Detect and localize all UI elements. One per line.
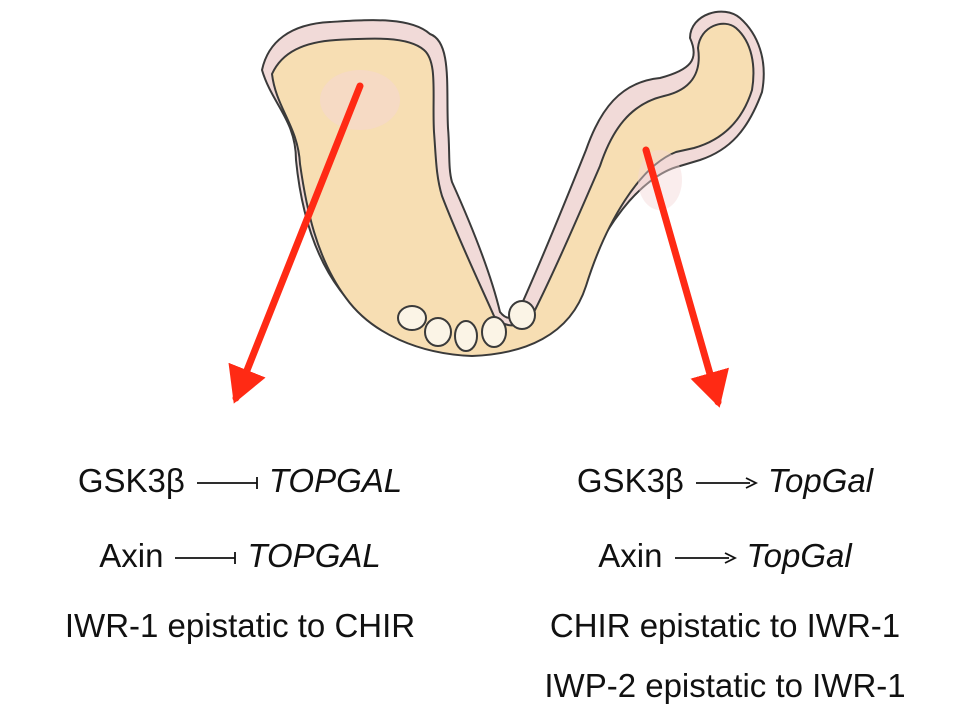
right-statement-2: IWP-2 epistatic to IWR-1 xyxy=(485,666,965,706)
rule-target: TopGal xyxy=(768,462,873,499)
right-rule-2: Axin TopGal xyxy=(485,536,965,578)
upper-glow xyxy=(320,70,400,130)
right-statement-1: CHIR epistatic to IWR-1 xyxy=(485,606,965,646)
statement-text: IWP-2 epistatic to IWR-1 xyxy=(544,667,905,704)
statement-text: IWR-1 epistatic to CHIR xyxy=(65,607,415,644)
right-red-arrow xyxy=(646,150,718,402)
tooth-bud xyxy=(482,317,506,347)
activation-arrow-icon xyxy=(694,461,758,501)
activation-arrow-icon xyxy=(673,536,737,576)
rule-subject: Axin xyxy=(99,537,163,574)
rule-target: TopGal xyxy=(747,537,852,574)
tooth-bud xyxy=(455,321,477,351)
inhibition-symbol xyxy=(173,536,237,576)
inhibition-symbol xyxy=(195,461,259,501)
rule-subject: Axin xyxy=(598,537,662,574)
rule-target: TOPGAL xyxy=(247,537,380,574)
tooth-bud xyxy=(509,301,535,329)
rule-target: TOPGAL xyxy=(269,462,402,499)
statement-text: CHIR epistatic to IWR-1 xyxy=(550,607,900,644)
tissue-diagram xyxy=(0,0,965,430)
tooth-bud xyxy=(398,306,426,330)
left-statement-1: IWR-1 epistatic to CHIR xyxy=(0,606,480,646)
rule-subject: GSK3β xyxy=(78,462,185,499)
tooth-bud xyxy=(425,318,451,346)
left-rule-2: Axin TOPGAL xyxy=(0,536,480,578)
right-rule-1: GSK3β TopGal xyxy=(485,461,965,503)
left-rule-1: GSK3β TOPGAL xyxy=(0,461,480,503)
rule-subject: GSK3β xyxy=(577,462,684,499)
